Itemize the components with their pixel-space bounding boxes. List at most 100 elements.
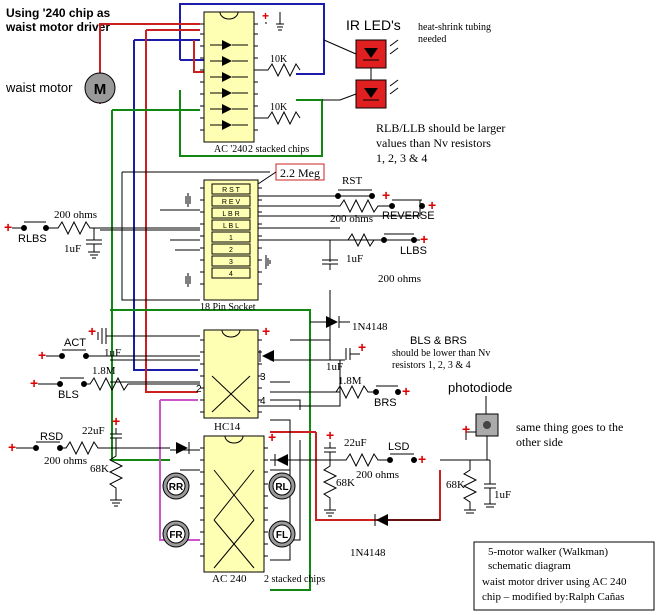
cap-right-label: 1uF bbox=[494, 489, 511, 501]
bls-brs-1: BLS & BRS bbox=[410, 335, 467, 347]
svg-text:FR: FR bbox=[169, 530, 183, 541]
resistor-10k-bottom bbox=[258, 110, 301, 126]
brs-label: BRS bbox=[374, 397, 397, 409]
motor-fr: FR bbox=[162, 520, 190, 548]
photodiode-label: photodiode bbox=[448, 380, 512, 395]
hc14-chip bbox=[200, 329, 262, 419]
rsd-switch bbox=[16, 441, 63, 451]
meg-wire bbox=[257, 171, 277, 185]
svg-text:R S T: R S T bbox=[222, 187, 240, 194]
r18m-right-label: 1.8M bbox=[338, 375, 362, 387]
ir-led-2 bbox=[355, 79, 399, 109]
svg-text:RL: RL bbox=[275, 482, 288, 493]
rlb-note-1: RLB/LLB should be larger bbox=[376, 121, 505, 135]
pin-3: 3 bbox=[260, 372, 266, 383]
cap-act-label: 1uF bbox=[104, 347, 121, 359]
notes-line-4: chip – modified by:Ralph Cañas bbox=[482, 591, 624, 603]
waist-motor-icon: M bbox=[84, 72, 116, 104]
ac240-bottom-plus: + bbox=[268, 429, 276, 445]
reverse-label: REVERSE bbox=[382, 210, 435, 222]
diode-top-label: 1N4148 bbox=[352, 321, 388, 333]
socket-18pin bbox=[200, 179, 262, 301]
cap-right bbox=[470, 459, 496, 508]
stacked-top-label: 2 stacked chips bbox=[248, 144, 309, 155]
lsd-plus: + bbox=[418, 451, 426, 467]
led-wire bbox=[323, 39, 357, 55]
act-label: ACT bbox=[64, 337, 86, 349]
cap-rlbs bbox=[86, 228, 102, 259]
resistor-10k-top bbox=[258, 62, 301, 78]
r68k-mid-label: 68K bbox=[336, 477, 355, 489]
r68k-left-label: 68K bbox=[90, 463, 109, 475]
meg-label: 2.2 Meg bbox=[280, 166, 320, 180]
led-wire-2 bbox=[322, 93, 357, 101]
heat-shrink-1: heat-shrink tubing bbox=[418, 22, 491, 33]
bls-brs-2: should be lower than Nv bbox=[392, 348, 490, 359]
resistor-18m-left bbox=[84, 376, 200, 392]
notes-box bbox=[473, 541, 655, 611]
diode-1n4148-top bbox=[310, 316, 350, 328]
act-switch bbox=[46, 349, 200, 359]
ac240-top-label: AC '240 bbox=[214, 144, 247, 155]
r200-rsd-label: 200 ohms bbox=[44, 455, 87, 467]
svg-text:3: 3 bbox=[229, 259, 233, 266]
cap-mid bbox=[345, 348, 360, 360]
motor-rl: RL bbox=[268, 472, 296, 500]
rlbs-label: RLBS bbox=[18, 233, 47, 245]
svg-text:FL: FL bbox=[276, 530, 288, 541]
ac240-bottom-chip bbox=[200, 435, 268, 573]
svg-text:L B R: L B R bbox=[222, 211, 239, 218]
svg-text:R E V: R E V bbox=[222, 199, 241, 206]
pin-2: 2 bbox=[196, 384, 202, 395]
rst-label: RST bbox=[342, 175, 362, 187]
resistor-200-llbs bbox=[340, 232, 417, 248]
lsd-label: LSD bbox=[388, 441, 409, 453]
heat-shrink-2: needed bbox=[418, 34, 446, 45]
rlb-note-3: 1, 2, 3 & 4 bbox=[376, 151, 427, 165]
svg-text:L B L: L B L bbox=[223, 223, 239, 230]
notes-line-3: waist motor driver using AC 240 bbox=[482, 576, 627, 588]
llbs-plus: + bbox=[420, 231, 428, 247]
ir-led-1 bbox=[355, 39, 399, 69]
cap-22uf-left-label: 22uF bbox=[82, 425, 105, 437]
bls-plus: + bbox=[30, 375, 38, 391]
svg-text:RR: RR bbox=[169, 482, 184, 493]
act-switch-plus: + bbox=[38, 347, 46, 363]
label-10k-1: 10K bbox=[270, 54, 288, 65]
r68k-right-label: 68K bbox=[446, 479, 465, 491]
photodiode-icon bbox=[465, 396, 499, 460]
resistor-200-lsd bbox=[330, 452, 417, 468]
r200-llbs-label: 200 ohms bbox=[378, 273, 421, 285]
bls-brs-3: resistors 1, 2, 3 & 4 bbox=[392, 360, 471, 371]
brs-plus: + bbox=[402, 383, 410, 399]
resistor-200-rlbs bbox=[46, 220, 200, 236]
svg-text:4: 4 bbox=[229, 271, 233, 278]
pin-4: 4 bbox=[260, 396, 266, 407]
cap-llbs-label: 1uF bbox=[346, 253, 363, 265]
cap-llbs bbox=[322, 250, 338, 270]
r200-rlbs-label: 200 ohms bbox=[54, 209, 97, 221]
rst-plus: + bbox=[382, 187, 390, 203]
cap-22uf-left bbox=[110, 428, 122, 448]
hc14-label: HC14 bbox=[214, 421, 241, 433]
rlb-note-2: values than Nv resistors bbox=[376, 136, 491, 150]
r18m-left-label: 1.8M bbox=[92, 365, 116, 377]
bls-switch bbox=[38, 377, 87, 387]
cap-mid-plus: + bbox=[358, 339, 366, 355]
act-plus: + bbox=[88, 323, 96, 339]
motor-fl: FL bbox=[268, 520, 296, 548]
ac240-bottom-diode-right bbox=[274, 454, 288, 466]
cap22-left-plus: + bbox=[112, 413, 120, 429]
socket-ground-symbols bbox=[185, 193, 271, 287]
signal-wires bbox=[100, 171, 470, 561]
colored-wires bbox=[99, 3, 441, 591]
ir-leds-label: IR LED's bbox=[346, 17, 401, 33]
cap22-mid-plus: + bbox=[326, 427, 334, 443]
waist-motor-label: waist motor bbox=[5, 80, 73, 95]
ac240-bottom-label: AC 240 bbox=[212, 573, 247, 585]
notes-line-1: 5-motor walker (Walkman) bbox=[488, 546, 608, 558]
socket-cell-labels: R S T R E V L B R L B L 1 2 3 4 bbox=[222, 187, 241, 278]
ac240-bottom-diode-left bbox=[176, 442, 190, 454]
diode-bottom-label: 1N4148 bbox=[350, 547, 386, 559]
